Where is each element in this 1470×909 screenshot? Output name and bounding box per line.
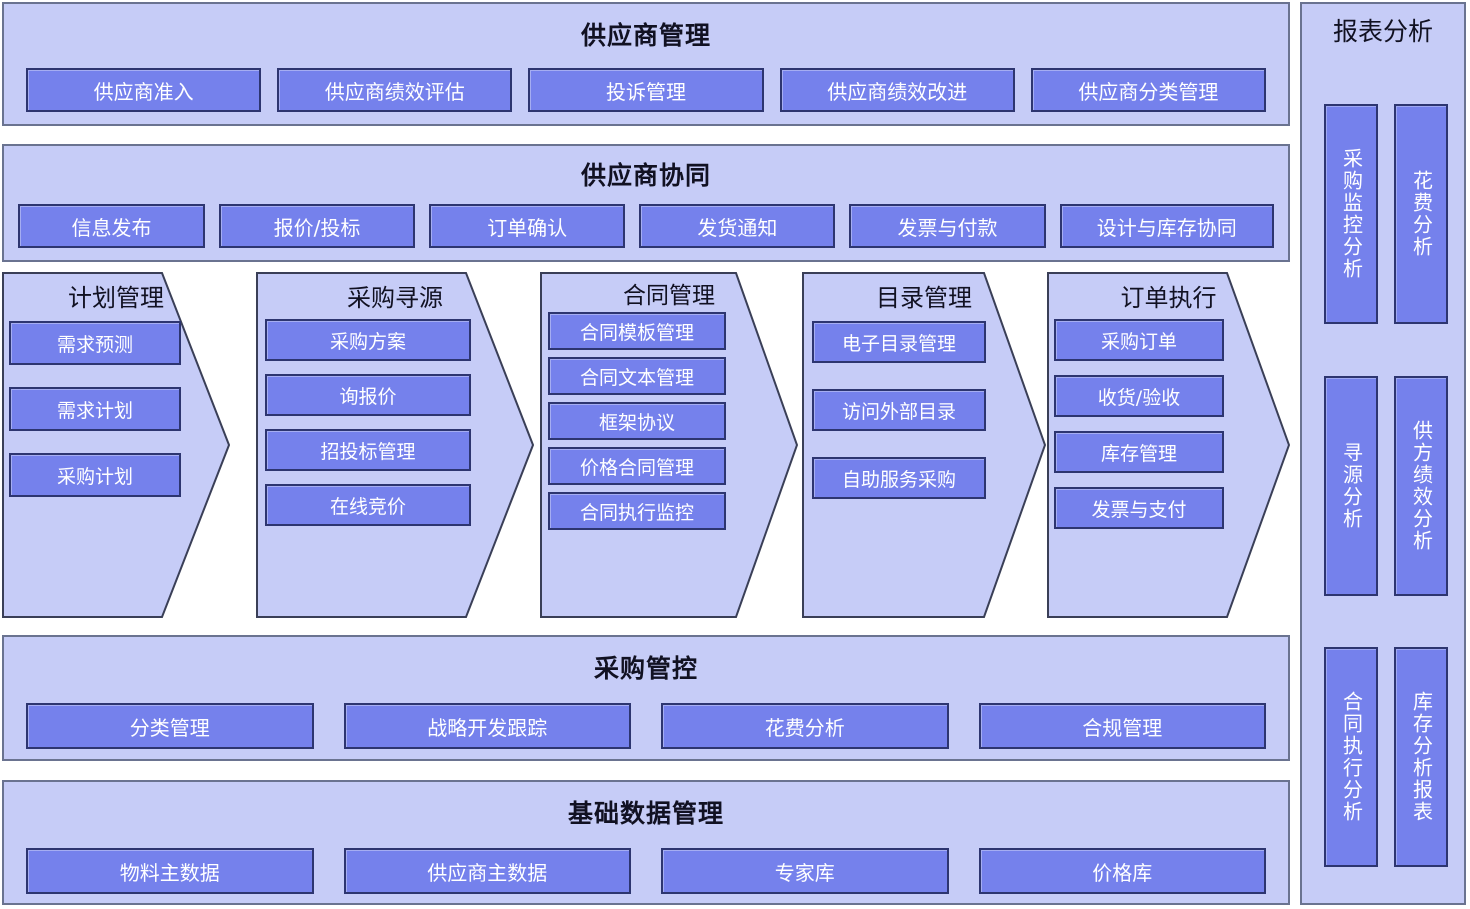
panel-title-report-analysis: 报表分析 — [1332, 17, 1433, 46]
process-stage-order-execution: 订单执行 采购订单 收货/验收 库存管理 发票与支付 — [1047, 272, 1290, 618]
chip-supplier-performance-evaluation[interactable]: 供应商绩效评估 — [277, 68, 513, 112]
process-stage-title-sourcing: 采购寻源 — [347, 284, 443, 312]
chip-purchase-order[interactable]: 采购订单 — [1054, 319, 1224, 361]
vchip-contract-execution-analysis[interactable]: 合同执行分析 — [1324, 647, 1378, 867]
panel-title-supplier-collaboration: 供应商协同 — [580, 161, 711, 190]
panel-title-procurement-control: 采购管控 — [593, 654, 698, 683]
chip-self-service-procurement[interactable]: 自助服务采购 — [812, 457, 986, 499]
chip-complaint-management[interactable]: 投诉管理 — [528, 68, 764, 112]
chip-row-supplier-collaboration: 信息发布 报价/投标 订单确认 发货通知 发票与付款 设计与库存协同 — [4, 204, 1288, 248]
chip-price-library[interactable]: 价格库 — [978, 848, 1266, 894]
chip-supplier-master-data[interactable]: 供应商主数据 — [343, 848, 631, 894]
chip-invoice-and-payment[interactable]: 发票与付款 — [849, 204, 1046, 248]
chip-inquiry-quotation[interactable]: 询报价 — [265, 374, 471, 416]
process-stage-contract-management: 合同管理 合同模板管理 合同文本管理 框架协议 价格合同管理 合同执行监控 — [540, 272, 798, 618]
process-stage-title-order-execution: 订单执行 — [1120, 284, 1217, 312]
process-stage-title-catalog-management: 目录管理 — [876, 284, 972, 312]
chip-demand-forecast[interactable]: 需求预测 — [9, 321, 181, 365]
process-stage-catalog-management: 目录管理 电子目录管理 访问外部目录 自助服务采购 — [802, 272, 1046, 618]
chip-contract-execution-monitoring[interactable]: 合同执行监控 — [548, 492, 726, 530]
chip-contract-template-management[interactable]: 合同模板管理 — [548, 312, 726, 350]
chip-price-contract-management[interactable]: 价格合同管理 — [548, 447, 726, 485]
chip-shipping-notice[interactable]: 发货通知 — [639, 204, 836, 248]
chip-row-procurement-control: 分类管理 战略开发跟踪 花费分析 合规管理 — [4, 703, 1288, 749]
chip-material-master-data[interactable]: 物料主数据 — [26, 848, 314, 894]
chip-access-external-catalog[interactable]: 访问外部目录 — [812, 389, 986, 431]
chip-demand-plan[interactable]: 需求计划 — [9, 387, 181, 431]
vchip-supplier-performance-analysis[interactable]: 供方绩效分析 — [1394, 376, 1448, 596]
chip-compliance-management[interactable]: 合规管理 — [978, 703, 1266, 749]
chip-electronic-catalog-management[interactable]: 电子目录管理 — [812, 321, 986, 363]
chip-inventory-management[interactable]: 库存管理 — [1054, 431, 1224, 473]
vchip-inventory-analysis-report[interactable]: 库存分析报表 — [1394, 647, 1448, 867]
chip-quotation-bidding[interactable]: 报价/投标 — [218, 204, 416, 248]
chip-procurement-plan[interactable]: 采购计划 — [9, 453, 181, 497]
process-stage-title-plan-management: 计划管理 — [68, 284, 164, 312]
chip-order-confirmation[interactable]: 订单确认 — [429, 204, 626, 248]
panel-master-data-management: 基础数据管理 物料主数据 供应商主数据 专家库 价格库 — [2, 780, 1290, 905]
chip-category-management[interactable]: 分类管理 — [26, 703, 314, 749]
chip-procurement-scheme[interactable]: 采购方案 — [265, 319, 471, 361]
chip-design-and-inventory-collaboration[interactable]: 设计与库存协同 — [1059, 204, 1274, 248]
chip-bidding-management[interactable]: 招投标管理 — [265, 429, 471, 471]
process-stage-sourcing: 采购寻源 采购方案 询报价 招投标管理 在线竞价 — [256, 272, 534, 618]
vchip-sourcing-analysis[interactable]: 寻源分析 — [1324, 376, 1378, 596]
chip-online-bidding[interactable]: 在线竞价 — [265, 484, 471, 526]
vchip-procurement-monitoring-analysis[interactable]: 采购监控分析 — [1324, 104, 1378, 324]
chip-expert-library[interactable]: 专家库 — [661, 848, 949, 894]
chip-supplier-classification-management[interactable]: 供应商分类管理 — [1030, 68, 1267, 112]
panel-supplier-collaboration: 供应商协同 信息发布 报价/投标 订单确认 发货通知 发票与付款 设计与库存协同 — [2, 144, 1290, 262]
chip-contract-text-management[interactable]: 合同文本管理 — [548, 357, 726, 395]
chip-supplier-admission[interactable]: 供应商准入 — [26, 68, 262, 112]
process-stage-title-contract-management: 合同管理 — [623, 283, 715, 309]
chip-row-master-data-management: 物料主数据 供应商主数据 专家库 价格库 — [4, 848, 1288, 894]
chip-invoice-and-payment-order[interactable]: 发票与支付 — [1054, 487, 1224, 529]
chip-framework-agreement[interactable]: 框架协议 — [548, 402, 726, 440]
chip-receiving-inspection[interactable]: 收货/验收 — [1054, 375, 1224, 417]
panel-title-supplier-management: 供应商管理 — [580, 21, 711, 50]
chip-row-supplier-management: 供应商准入 供应商绩效评估 投诉管理 供应商绩效改进 供应商分类管理 — [4, 68, 1288, 112]
vchip-spend-analysis[interactable]: 花费分析 — [1394, 104, 1448, 324]
panel-procurement-control: 采购管控 分类管理 战略开发跟踪 花费分析 合规管理 — [2, 635, 1290, 761]
chip-spend-analysis[interactable]: 花费分析 — [661, 703, 949, 749]
panel-title-master-data-management: 基础数据管理 — [567, 799, 724, 828]
chip-information-release[interactable]: 信息发布 — [18, 204, 205, 248]
chip-supplier-performance-improvement[interactable]: 供应商绩效改进 — [779, 68, 1015, 112]
process-stage-plan-management: 计划管理 需求预测 需求计划 采购计划 — [2, 272, 230, 618]
panel-supplier-management: 供应商管理 供应商准入 供应商绩效评估 投诉管理 供应商绩效改进 供应商分类管理 — [2, 2, 1290, 126]
panel-report-analysis: 报表分析 采购监控分析 花费分析 寻源分析 供方绩效分析 合同执行分析 库存分析… — [1300, 2, 1466, 905]
chip-strategic-development-tracking[interactable]: 战略开发跟踪 — [343, 703, 631, 749]
